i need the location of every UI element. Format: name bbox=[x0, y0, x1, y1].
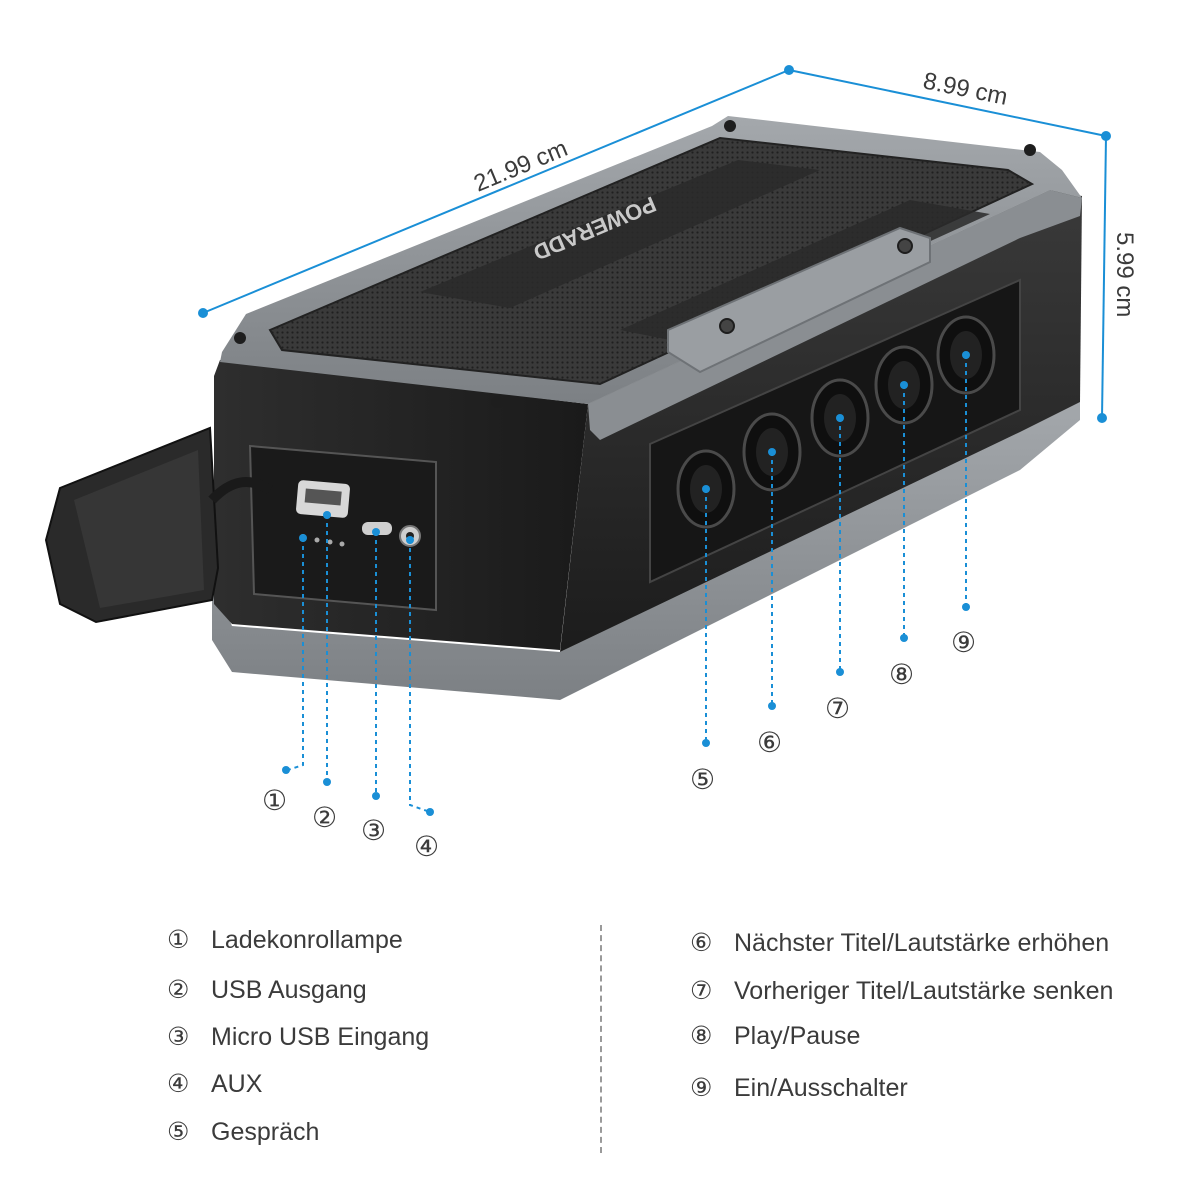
callout-number-6: ⑥ bbox=[757, 726, 782, 759]
legend-number: ⑥ bbox=[690, 928, 713, 957]
callout-line-1 bbox=[287, 538, 304, 771]
screw bbox=[234, 332, 246, 344]
callout-dot bbox=[282, 766, 290, 774]
charging-led bbox=[339, 541, 345, 547]
callout-number-8: ⑧ bbox=[889, 658, 914, 691]
legend-number: ⑦ bbox=[690, 976, 713, 1005]
width-dimension-line bbox=[788, 69, 1107, 137]
callout-dot bbox=[900, 634, 908, 642]
legend-number: ⑨ bbox=[690, 1073, 713, 1102]
port-panel bbox=[248, 444, 437, 612]
screw bbox=[491, 396, 503, 408]
callout-number-9: ⑨ bbox=[951, 626, 976, 659]
legend-number: ④ bbox=[167, 1069, 190, 1098]
charging-led bbox=[314, 537, 320, 543]
legend-item-2: ② USB Ausgang bbox=[167, 975, 367, 1005]
legend-item-5: ⑤ Gespräch bbox=[167, 1117, 319, 1147]
callout-dot bbox=[962, 351, 970, 359]
callout-lines bbox=[287, 355, 967, 813]
callout-dot bbox=[768, 448, 776, 456]
callout-number-3: ③ bbox=[361, 814, 386, 847]
callout-dot bbox=[323, 511, 331, 519]
handle-bar bbox=[667, 226, 931, 374]
charging-led bbox=[327, 539, 333, 545]
grille-strap bbox=[420, 160, 820, 308]
legend-item-8: ⑧ Play/Pause bbox=[690, 1021, 860, 1051]
callout-dots bbox=[282, 351, 970, 816]
height-dimension-line bbox=[1101, 135, 1107, 419]
callout-dot bbox=[426, 808, 434, 816]
dimension-dot bbox=[1101, 131, 1111, 141]
screw bbox=[1024, 144, 1036, 156]
callout-number-7: ⑦ bbox=[825, 692, 850, 725]
callout-dot bbox=[406, 536, 414, 544]
bottom-frame bbox=[212, 400, 1080, 700]
side-bumper bbox=[588, 190, 1082, 440]
callout-dot bbox=[372, 528, 380, 536]
port-cover-flap-inner bbox=[74, 450, 204, 608]
legend-label: Gespräch bbox=[211, 1118, 320, 1146]
callout-dot bbox=[836, 668, 844, 676]
dimension-dot bbox=[784, 65, 794, 75]
legend-label: Vorheriger Titel/Lautstärke senken bbox=[734, 977, 1114, 1005]
speaker-body: POWERADD bbox=[44, 116, 1082, 700]
screw bbox=[897, 238, 913, 254]
callout-dot bbox=[323, 778, 331, 786]
legend-number: ② bbox=[167, 975, 190, 1004]
length-dimension-line bbox=[202, 69, 790, 314]
callout-dot bbox=[900, 381, 908, 389]
legend-label: AUX bbox=[211, 1070, 263, 1098]
legend-label: Ein/Ausschalter bbox=[734, 1074, 908, 1102]
legend-item-7: ⑦ Vorheriger Titel/Lautstärke senken bbox=[690, 976, 1113, 1006]
legend-item-3: ③ Micro USB Eingang bbox=[167, 1022, 429, 1052]
legend-label: Ladekonrollampe bbox=[211, 926, 403, 954]
callout-number-5: ⑤ bbox=[690, 763, 715, 796]
legend-label: Micro USB Eingang bbox=[211, 1023, 430, 1051]
height-label: 5.99 cm bbox=[1111, 232, 1138, 317]
usb-port-inner bbox=[304, 488, 342, 506]
callout-line-4 bbox=[409, 540, 431, 813]
callout-number-1: ① bbox=[262, 784, 287, 817]
callout-dot bbox=[836, 414, 844, 422]
legend-item-6: ⑥ Nächster Titel/Lautstärke erhöhen bbox=[690, 928, 1109, 958]
callout-number-2: ② bbox=[312, 801, 337, 834]
callout-dot bbox=[372, 792, 380, 800]
callout-dot bbox=[702, 485, 710, 493]
callout-number-4: ④ bbox=[414, 830, 439, 863]
legend-number: ③ bbox=[167, 1022, 190, 1051]
callout-dot bbox=[702, 739, 710, 747]
screw bbox=[724, 120, 736, 132]
legend-number: ① bbox=[167, 925, 190, 954]
flap-hinge bbox=[208, 477, 273, 504]
screw bbox=[719, 318, 735, 334]
dimension-dot bbox=[1097, 413, 1107, 423]
legend-number: ⑧ bbox=[690, 1021, 713, 1050]
top-grille bbox=[268, 136, 1035, 386]
legend-label: Play/Pause bbox=[734, 1022, 861, 1050]
legend-item-9: ⑨ Ein/Ausschalter bbox=[690, 1073, 908, 1103]
callout-numbers: ① ② ③ ④ ⑤ ⑥ ⑦ ⑧ ⑨ bbox=[262, 626, 976, 863]
legend-number: ⑤ bbox=[167, 1117, 190, 1146]
legend-label: Nächster Titel/Lautstärke erhöhen bbox=[734, 929, 1110, 957]
legend-divider bbox=[600, 925, 602, 1153]
legend-label: USB Ausgang bbox=[211, 976, 367, 1004]
dimension-dot bbox=[198, 308, 208, 318]
callout-dot bbox=[299, 534, 307, 542]
legend-item-4: ④ AUX bbox=[167, 1069, 262, 1099]
legend-item-1: ① Ladekonrollampe bbox=[167, 925, 403, 955]
callout-dot bbox=[962, 603, 970, 611]
callout-dot bbox=[768, 702, 776, 710]
